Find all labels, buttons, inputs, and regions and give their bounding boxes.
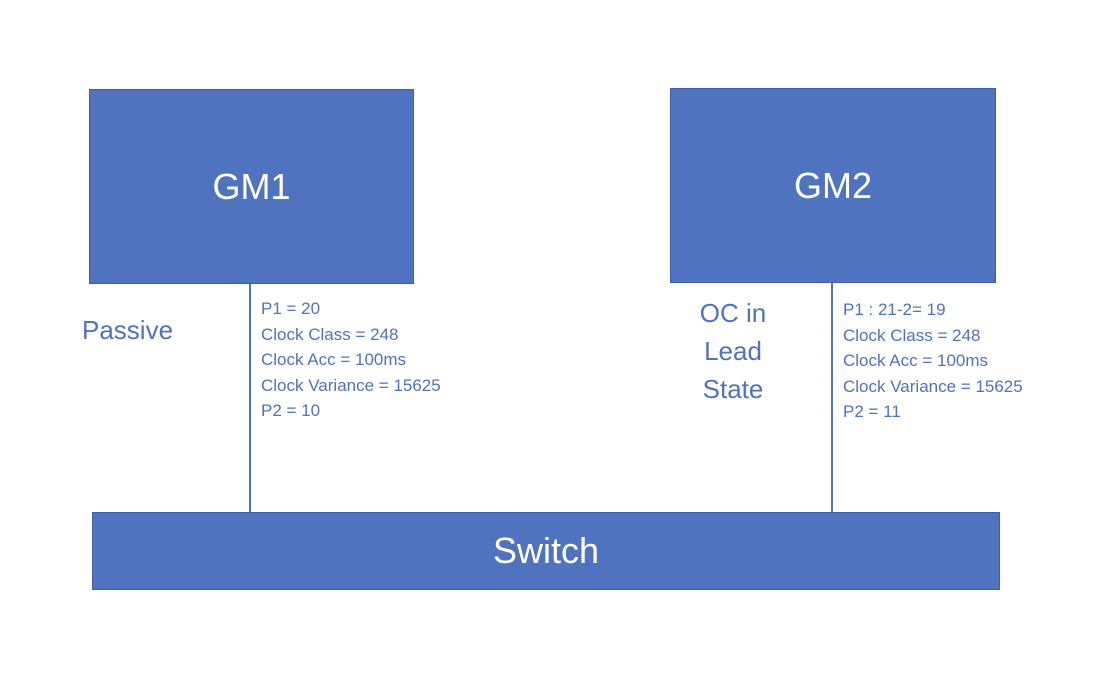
gm1-node: GM1 [89,89,414,284]
gm1-param-clock-variance: Clock Variance = 15625 [261,375,441,395]
gm2-state-line: Lead [704,336,762,366]
gm1-param-p2: P2 = 10 [261,401,321,420]
gm2-param-clock-variance: Clock Variance = 15625 [843,376,1023,396]
gm1-clock-params: P1 = 20 Clock Class = 248 Clock Acc = 10… [261,296,441,424]
gm1-param-clock-class: Clock Class = 248 [261,324,399,344]
gm2-param-p1: P1 : 21-2= 19 [843,300,946,319]
gm2-state-label: OC in Lead State [690,294,776,408]
gm2-param-clock-acc: Clock Acc = 100ms [843,351,989,370]
switch-label: Switch [492,530,600,571]
gm1-state-label: Passive [82,315,174,345]
gm2-switch-link [831,283,833,512]
gm2-node: GM2 [670,88,996,283]
gm2-label: GM2 [793,164,872,206]
gm1-param-p1: P1 = 20 [261,299,321,318]
gm1-switch-link [249,284,251,512]
gm2-param-clock-class: Clock Class = 248 [843,325,981,345]
switch-node: Switch [92,512,1000,590]
gm2-state-line: OC in [699,298,767,328]
gm2-param-p2: P2 = 11 [843,402,901,421]
gm2-state-line: State [702,374,764,404]
gm1-label: GM1 [212,165,291,207]
gm2-clock-params: P1 : 21-2= 19 Clock Class = 248 Clock Ac… [843,297,1023,425]
gm1-param-clock-acc: Clock Acc = 100ms [261,350,407,369]
